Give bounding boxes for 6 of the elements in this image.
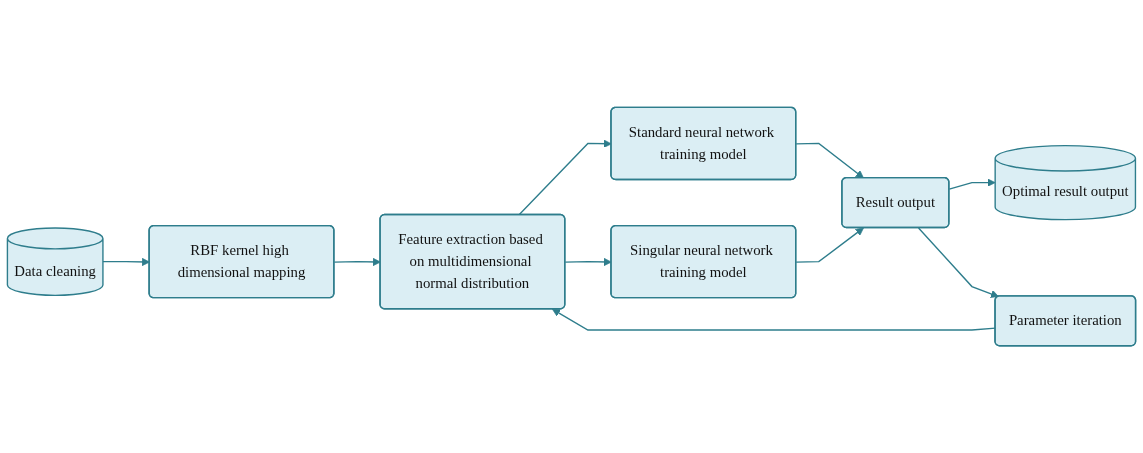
arrow [333,257,381,266]
arrow [948,178,996,190]
arrow [102,257,150,266]
arrow [795,142,864,179]
arrow [795,227,864,263]
arrow [917,227,999,298]
